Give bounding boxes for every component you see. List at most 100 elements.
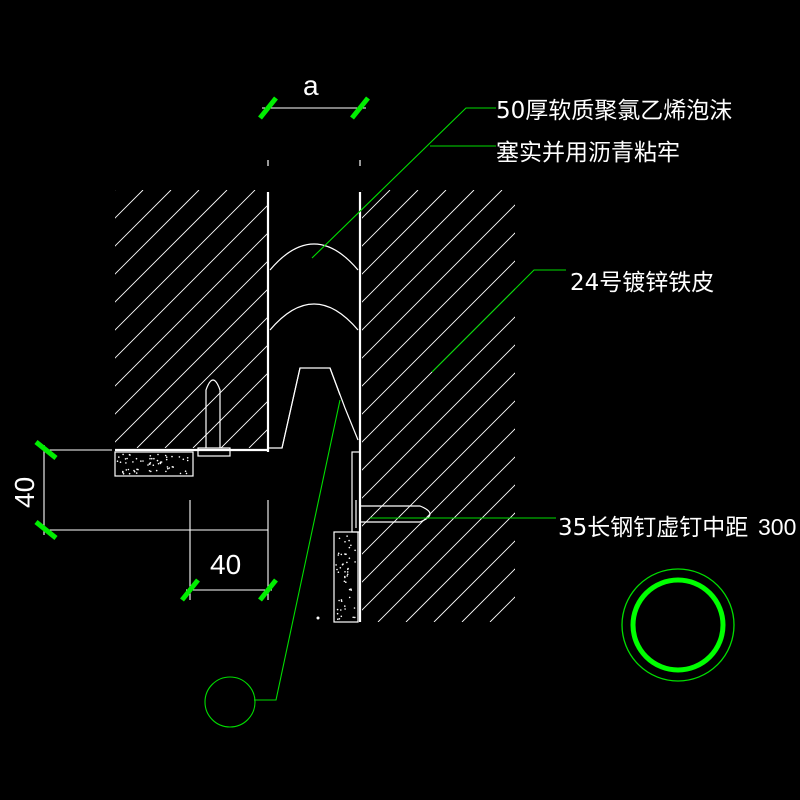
hatch-line — [248, 428, 268, 448]
hatch-line — [362, 190, 391, 219]
hatch-line — [417, 190, 675, 448]
right-wall-hatch — [362, 190, 800, 622]
sheet-leader: 24号镀锌铁皮 — [431, 269, 714, 373]
stipple-dot — [340, 599, 343, 601]
top-dimension: a — [258, 70, 370, 120]
hatch-line — [362, 190, 475, 303]
stipple-dot — [165, 470, 167, 473]
stipple-dot — [344, 575, 346, 578]
hatch-line — [362, 190, 503, 331]
hatch-line — [362, 204, 515, 359]
stipple-dot — [346, 575, 349, 577]
stipple-dot — [157, 462, 160, 465]
hatch-line — [115, 288, 268, 443]
stipple-dot — [151, 457, 153, 460]
hatch-line — [362, 456, 515, 611]
hatch-line — [461, 568, 515, 622]
hatch-line — [220, 400, 268, 448]
stipple-dot — [347, 567, 349, 570]
stipple-dot — [340, 553, 343, 556]
stipple-dot — [149, 457, 151, 460]
top-dimension-label: a — [303, 70, 319, 101]
foam-label-line2: 塞实并用沥青粘牢 — [496, 140, 680, 166]
bottom-horizontal-dimension-label: 40 — [210, 549, 241, 580]
stipple-dot — [149, 462, 152, 464]
hatch-line — [518, 190, 800, 622]
hatch-line — [546, 190, 800, 622]
left-vertical-dimension: 40 — [9, 440, 268, 540]
stipple-dot — [354, 549, 356, 552]
hatch-line — [192, 372, 268, 448]
hatch-line — [164, 344, 268, 448]
stipple-dot — [343, 580, 346, 583]
hatch-line — [362, 232, 515, 387]
stipple-dot — [348, 596, 351, 599]
stipple-dot — [345, 581, 347, 583]
stipple-dot — [126, 457, 128, 460]
right-nail — [355, 500, 431, 528]
right-base-strip — [333, 451, 361, 623]
hatch-line — [377, 484, 515, 622]
stipple-dot — [179, 472, 182, 475]
foam-filler-arcs — [269, 243, 359, 331]
stipple-dot — [156, 459, 159, 462]
stipple-dot — [148, 470, 151, 472]
stipple-dot — [346, 571, 349, 573]
stipple-dot — [171, 466, 174, 468]
stipple-dot — [337, 618, 339, 620]
stipple-dot — [336, 568, 338, 571]
stipple-dot — [118, 456, 120, 458]
stipple-dot — [119, 461, 122, 464]
stipple-dot — [337, 552, 340, 555]
stipple-dot — [140, 460, 142, 462]
stipple-dot — [125, 469, 128, 471]
hatch-line — [115, 190, 172, 247]
foam-label-line1: 50厚软质聚氯乙烯泡沫 — [496, 98, 732, 124]
stipple-dot — [149, 455, 152, 457]
stipple-dot — [354, 561, 356, 563]
stipple-dot — [153, 457, 155, 460]
hatch-line — [362, 190, 419, 247]
hatch-line — [115, 204, 268, 359]
stipple-dot — [341, 563, 344, 566]
stipple-dot — [171, 455, 173, 458]
stipple-dot — [122, 453, 124, 456]
stipple-dot — [184, 470, 187, 473]
stipple-dot — [150, 470, 152, 473]
stipple-dot — [116, 460, 119, 463]
hatch-line — [489, 596, 515, 622]
stipple-dot — [348, 539, 350, 542]
hatch-line — [362, 344, 515, 499]
nail-spacing-label: 300 — [758, 514, 796, 540]
hatch-line — [445, 190, 703, 448]
stipple-dot — [344, 608, 346, 610]
hatch-line — [574, 190, 800, 622]
round-section-symbol — [621, 568, 735, 682]
hatch-line — [501, 190, 759, 448]
hatch-line — [473, 190, 731, 448]
bottom-dot — [316, 616, 320, 620]
stipple-dot — [124, 458, 127, 460]
stipple-dot — [338, 537, 341, 540]
hatch-line — [362, 190, 363, 191]
stipple-dot — [348, 588, 351, 591]
stipple-dot — [337, 554, 340, 556]
hatch-line — [630, 190, 800, 622]
hatch-line — [115, 190, 144, 219]
stipple-dot — [142, 460, 144, 462]
sheet-label: 24号镀锌铁皮 — [570, 270, 714, 296]
stipple-dot — [353, 607, 356, 609]
stipple-dot — [165, 458, 168, 461]
stipple-dot — [164, 454, 167, 457]
joint-edges — [115, 160, 362, 622]
stipple-dot — [336, 612, 339, 615]
hatch-line — [362, 260, 515, 415]
stipple-dot — [346, 561, 348, 564]
stipple-dot — [348, 546, 351, 549]
stipple-dot — [136, 468, 138, 471]
hatch-line — [115, 190, 256, 331]
left-wall-hatch — [115, 190, 759, 448]
galvanized-sheet-profile — [268, 367, 359, 449]
left-base-strip — [114, 451, 194, 477]
